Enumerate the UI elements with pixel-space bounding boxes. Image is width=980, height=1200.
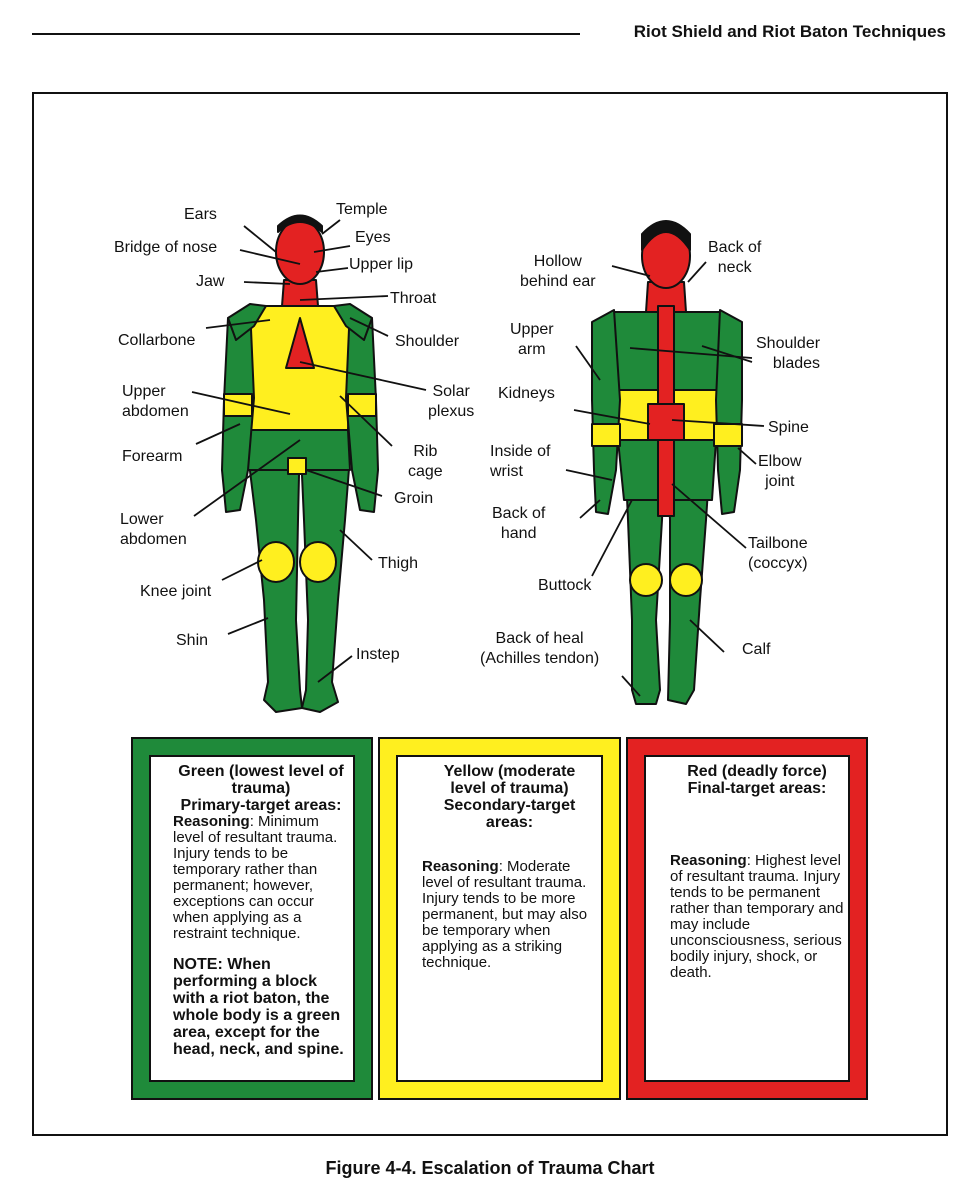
label-thigh: Thigh bbox=[378, 555, 419, 572]
label-instep: Instep bbox=[356, 646, 400, 663]
red-box-heading: Red (deadly force) Final-target areas: bbox=[687, 763, 827, 797]
label-back-of-heel: Back of heal(Achilles tendon) bbox=[480, 630, 600, 667]
label-throat: Throat bbox=[390, 290, 437, 307]
back-body-figure bbox=[591, 220, 743, 705]
figure-frame bbox=[32, 92, 948, 1136]
green-box-heading: Green (lowest level of trauma) Primary-t… bbox=[178, 763, 344, 814]
green-box: Green (lowest level of trauma) Primary-t… bbox=[131, 737, 373, 1100]
header-rule bbox=[32, 33, 580, 35]
green-box-note: NOTE: When performing a block with a rio… bbox=[173, 956, 344, 1058]
label-jaw: Jaw bbox=[196, 273, 225, 290]
label-eyes: Eyes bbox=[355, 229, 391, 246]
red-box: Red (deadly force) Final-target areas: R… bbox=[626, 737, 868, 1100]
yellow-box-heading: Yellow (moderate level of trauma) Second… bbox=[443, 763, 576, 831]
yellow-box-reasoning: Reasoning: Moderate level of resultant t… bbox=[422, 858, 588, 971]
red-box-reasoning: Reasoning: Highest level of resultant tr… bbox=[670, 852, 844, 981]
label-temple: Temple bbox=[336, 201, 388, 218]
label-ears: Ears bbox=[184, 206, 217, 223]
label-forearm: Forearm bbox=[122, 448, 183, 465]
label-upper-lip: Upper lip bbox=[349, 256, 414, 273]
yellow-box: Yellow (moderate level of trauma) Second… bbox=[378, 737, 621, 1100]
label-spine: Spine bbox=[768, 419, 809, 436]
label-calf: Calf bbox=[742, 641, 771, 658]
figure-caption: Figure 4-4. Escalation of Trauma Chart bbox=[325, 1158, 655, 1178]
leader-lines bbox=[191, 219, 765, 697]
label-kidneys: Kidneys bbox=[498, 385, 555, 402]
label-collarbone: Collarbone bbox=[118, 332, 196, 349]
label-shin: Shin bbox=[176, 632, 209, 649]
label-bridge-of-nose: Bridge of nose bbox=[114, 239, 218, 256]
label-tailbone: Tailbone(coccyx) bbox=[748, 535, 808, 572]
label-buttock: Buttock bbox=[538, 577, 592, 594]
green-box-reasoning: Reasoning: Minimum level of resultant tr… bbox=[173, 813, 338, 942]
label-groin: Groin bbox=[394, 490, 434, 507]
label-knee-joint: Knee joint bbox=[140, 583, 212, 600]
header-title: Riot Shield and Riot Baton Techniques bbox=[633, 22, 946, 41]
front-body-figure bbox=[221, 214, 379, 713]
label-shoulder: Shoulder bbox=[395, 333, 460, 350]
